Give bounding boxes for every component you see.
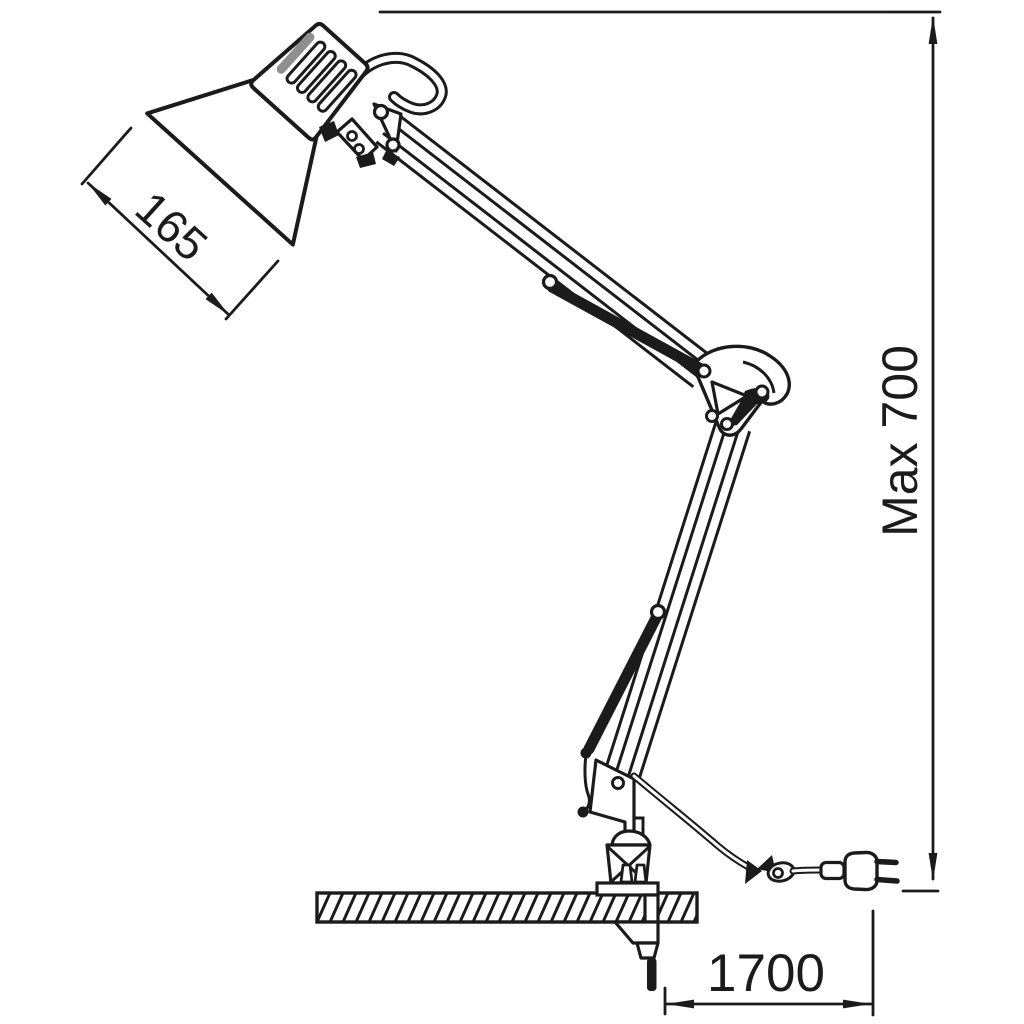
head-loop bbox=[344, 51, 448, 116]
extension-line bbox=[224, 259, 280, 321]
lamp-shade bbox=[145, 21, 370, 247]
arrowhead-icon bbox=[88, 183, 112, 206]
shade-width-label: 165 bbox=[126, 181, 218, 271]
clamp-dome bbox=[610, 829, 652, 847]
upper-spring bbox=[546, 281, 707, 375]
cord-to-plug bbox=[789, 866, 826, 875]
clamp-knob bbox=[635, 941, 660, 960]
lower-spring bbox=[583, 612, 662, 755]
desk-lamp bbox=[145, 21, 900, 892]
arrowhead-icon bbox=[928, 853, 938, 881]
vent-slots bbox=[276, 32, 358, 113]
arrowhead-icon bbox=[666, 999, 694, 1009]
elbow-rivets bbox=[696, 363, 770, 431]
clamp-column bbox=[643, 893, 660, 924]
clamp-lower-jaw bbox=[613, 920, 660, 945]
power-plug bbox=[819, 850, 900, 892]
upper-spring-pivot bbox=[541, 273, 559, 291]
bracket-pivot bbox=[611, 776, 625, 790]
base-bracket bbox=[577, 747, 645, 844]
dimension-line bbox=[86, 181, 231, 317]
arrowhead-icon bbox=[205, 292, 229, 315]
power-cord bbox=[630, 772, 754, 872]
dimension-shade-width bbox=[80, 126, 280, 321]
lower-arm bbox=[603, 420, 752, 781]
max-height-label: Max 700 bbox=[872, 345, 928, 537]
arrowhead-icon bbox=[843, 999, 871, 1009]
lower-spring-pivot bbox=[649, 603, 667, 621]
arrowhead-icon bbox=[928, 16, 938, 44]
dimension-cord-length bbox=[663, 909, 875, 1017]
table-surface bbox=[315, 891, 699, 924]
plug-prongs bbox=[874, 858, 900, 884]
table-clamp bbox=[595, 829, 660, 991]
hook-ball bbox=[577, 806, 589, 818]
extension-line bbox=[80, 126, 133, 186]
shade-hinge bbox=[319, 117, 379, 168]
cord-length-label: 1700 bbox=[707, 944, 825, 1003]
dimension-max-height bbox=[378, 10, 942, 893]
head-joint bbox=[372, 102, 403, 166]
spring-anchor-ball bbox=[580, 747, 592, 759]
clamp-screw bbox=[647, 958, 657, 991]
clamp-top-plate bbox=[595, 881, 660, 897]
